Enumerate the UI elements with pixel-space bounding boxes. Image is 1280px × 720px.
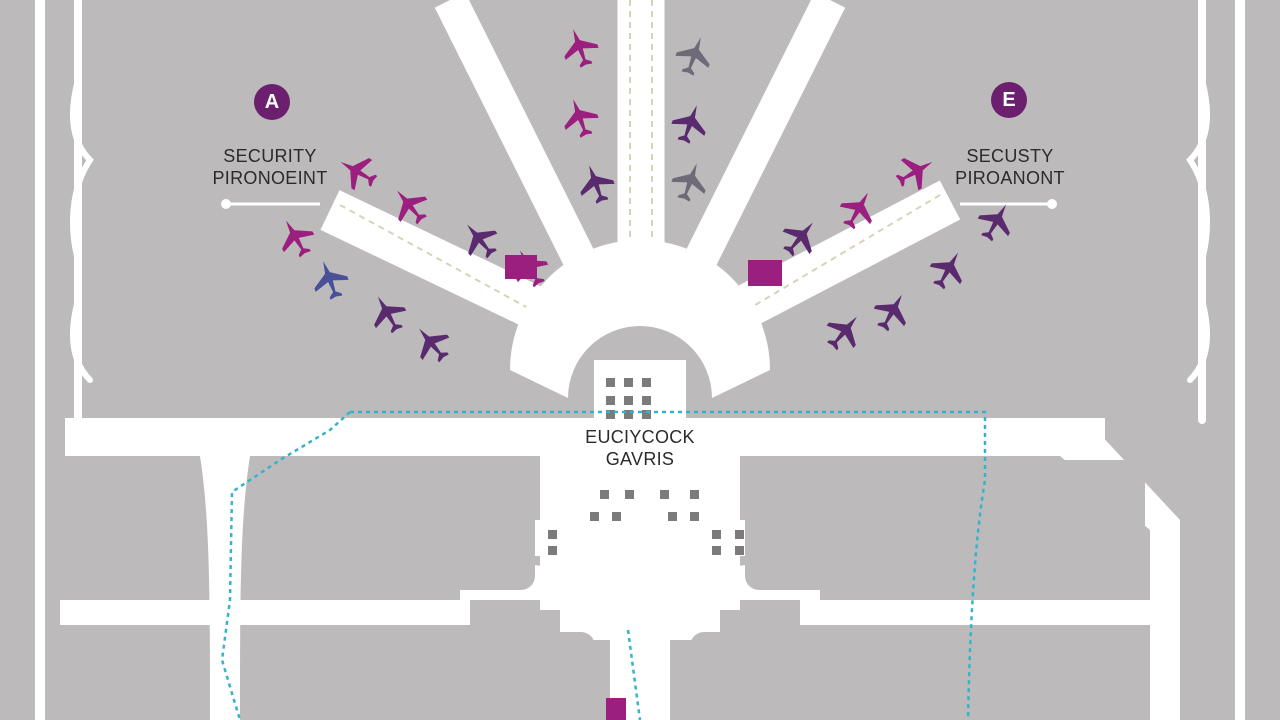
right-checkpoint-line2: PIROANONT xyxy=(955,168,1065,188)
perimeter-roads xyxy=(35,0,1245,720)
concourse-piers xyxy=(320,0,961,340)
pier-centerlines xyxy=(339,0,941,321)
vehicle-marker xyxy=(606,698,626,720)
left-checkpoint-line2: PIRONOEINT xyxy=(212,168,328,188)
terminal-a-badge: A xyxy=(254,84,290,120)
aircraft-icon xyxy=(397,190,428,225)
aircraft-icon xyxy=(340,158,378,191)
aircraft-icon xyxy=(675,37,710,76)
aircraft-layer xyxy=(282,29,1010,720)
gate-stand xyxy=(735,530,744,539)
aircraft-icon xyxy=(467,224,498,259)
gate-stand xyxy=(642,396,651,405)
aircraft-icon xyxy=(564,29,599,68)
terminal-e-label: E xyxy=(1002,89,1016,111)
left-checkpoint-line1: SECURITY xyxy=(223,146,317,166)
right-checkpoint-line1: SECUSTY xyxy=(966,146,1054,166)
aircraft-icon xyxy=(929,252,962,290)
aircraft-icon xyxy=(839,192,872,230)
gate-stand xyxy=(624,410,633,419)
aircraft-icon xyxy=(873,294,906,332)
gate-stand xyxy=(606,378,615,387)
checkpoint-walkway-ends xyxy=(221,199,1057,209)
gate-stand xyxy=(642,410,651,419)
aircraft-icon xyxy=(977,204,1010,242)
gate-stand xyxy=(606,410,615,419)
gate-stand xyxy=(668,512,677,521)
aircraft-icon xyxy=(580,165,615,204)
vehicle-marker xyxy=(505,255,537,279)
gate-stand xyxy=(690,512,699,521)
gate-stand xyxy=(735,546,744,555)
gate-stand xyxy=(712,546,721,555)
central-checkpoint-label: EUCIYCOCK GAVRIS xyxy=(560,426,720,470)
aircraft-icon xyxy=(419,328,450,363)
terminal-e-badge: E xyxy=(991,82,1027,118)
apron-blocks xyxy=(68,460,1145,720)
aircraft-icon xyxy=(826,316,857,351)
terminal-a-label: A xyxy=(264,91,280,113)
aircraft-icon xyxy=(671,105,706,144)
gate-stand xyxy=(548,546,557,555)
gate-stand xyxy=(624,378,633,387)
aircraft-icon xyxy=(895,158,933,191)
gate-stand xyxy=(612,512,621,521)
aircraft-icon xyxy=(782,222,813,257)
vehicle-marker xyxy=(748,260,782,286)
gate-stand xyxy=(712,530,721,539)
gate-stand xyxy=(624,396,633,405)
aircraft-icon xyxy=(564,99,599,138)
gate-stand xyxy=(642,378,651,387)
central-line1: EUCIYCOCK xyxy=(585,427,695,447)
gate-stand xyxy=(548,530,557,539)
gate-stand xyxy=(625,490,634,499)
gate-stand xyxy=(690,490,699,499)
central-line2: GAVRIS xyxy=(605,449,675,469)
aircraft-icon xyxy=(282,220,315,258)
aircraft-icon xyxy=(314,261,349,300)
gate-stand xyxy=(600,490,609,499)
central-hub xyxy=(510,240,770,420)
gate-stand xyxy=(590,512,599,521)
gate-stand xyxy=(606,396,615,405)
main-taxiway xyxy=(60,418,1180,720)
passenger-route xyxy=(220,410,987,720)
left-security-checkpoint-label: SECURITY PIRONOEINT xyxy=(190,145,350,189)
right-security-checkpoint-label: SECUSTY PIROANONT xyxy=(930,145,1090,189)
aircraft-icon xyxy=(374,296,407,334)
gate-stand xyxy=(660,490,669,499)
aircraft-icon xyxy=(671,163,706,202)
